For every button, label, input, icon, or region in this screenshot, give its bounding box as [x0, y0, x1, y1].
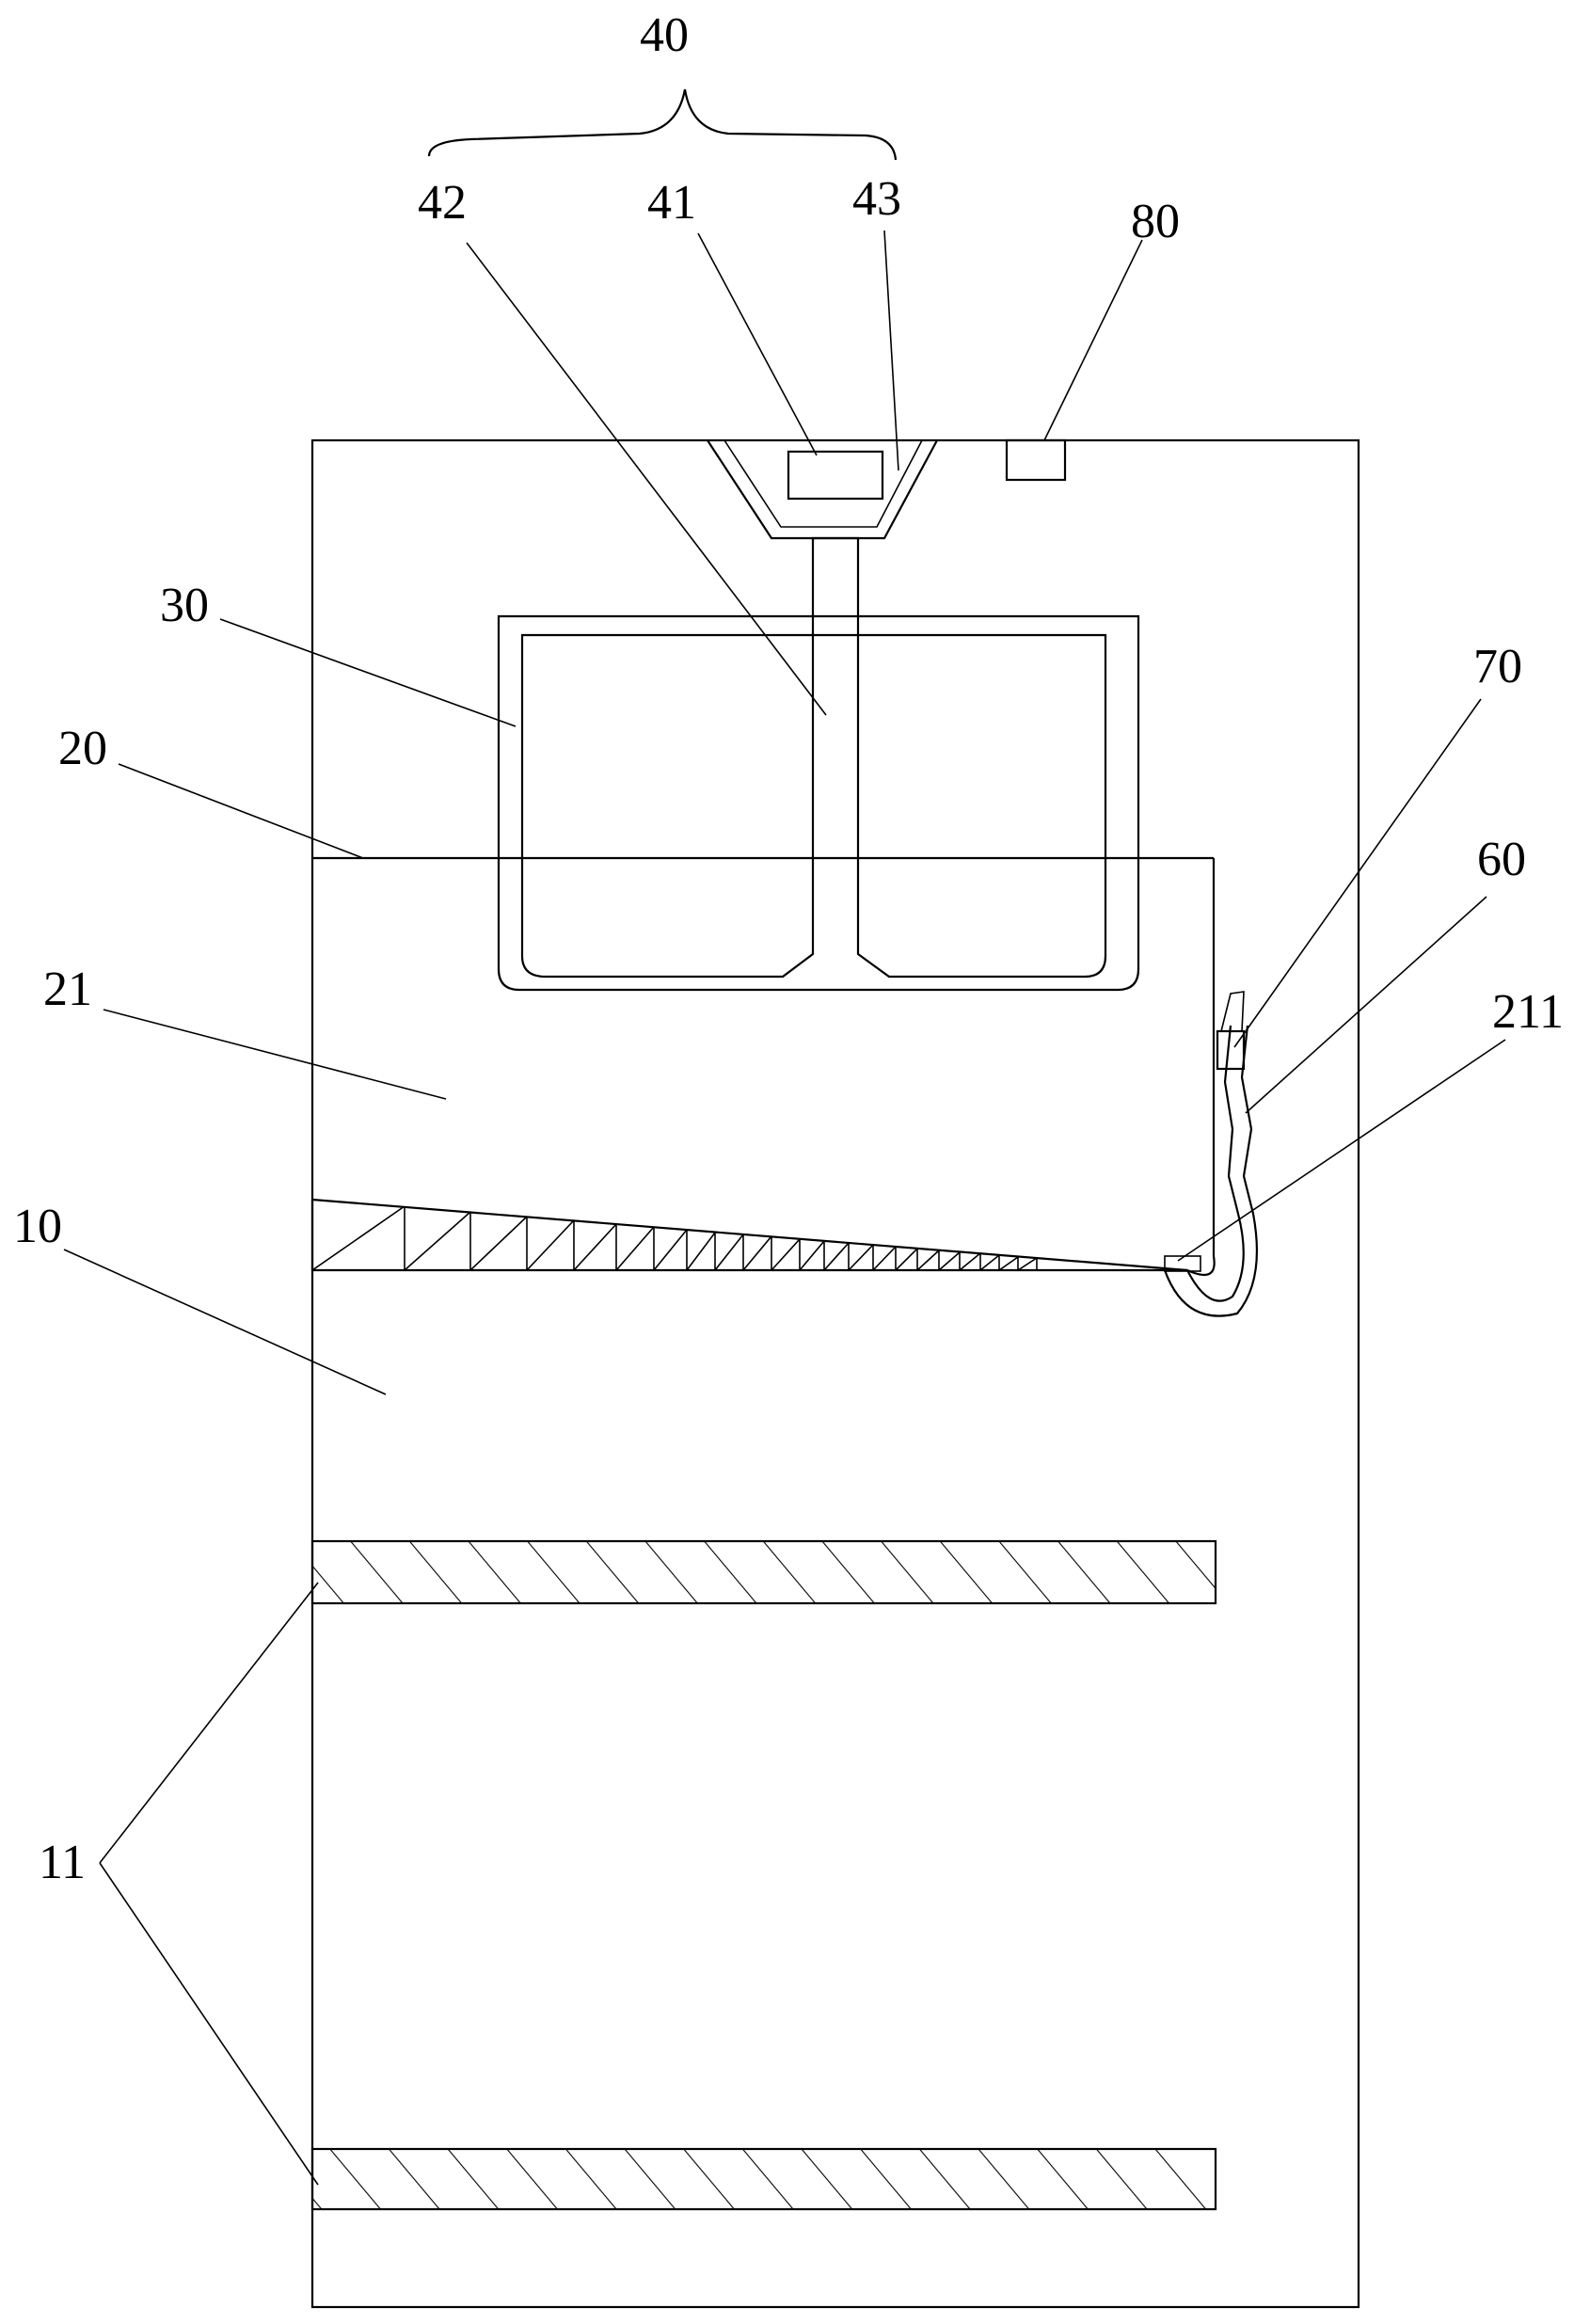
label-20: 20 [58, 722, 107, 775]
leader-lines [63, 230, 1506, 2186]
sloped-bottom-21 [310, 1198, 1188, 1272]
label-60: 60 [1477, 833, 1526, 886]
label-41: 41 [647, 176, 696, 230]
sensor-80-box [1005, 438, 1067, 482]
label-80: 80 [1131, 195, 1180, 248]
label-21: 21 [43, 963, 92, 1016]
container-30-outer [497, 614, 1140, 992]
shelf-11-lower [310, 2147, 1217, 2211]
housing-outline [310, 438, 1360, 2309]
label-42: 42 [418, 176, 467, 230]
label-70: 70 [1473, 640, 1522, 693]
motor-41-box [787, 450, 884, 501]
label-11: 11 [39, 1836, 86, 1889]
label-211: 211 [1492, 985, 1564, 1039]
shelf-11-upper [310, 1539, 1217, 1605]
recess-43-shape [707, 439, 938, 540]
valve-70-nozzle [1220, 991, 1245, 1032]
label-40: 40 [640, 8, 689, 62]
label-43: 43 [852, 172, 901, 226]
label-10: 10 [13, 1200, 62, 1253]
brace-40 [427, 88, 898, 161]
outlet-pipe-60 [1163, 1025, 1258, 1317]
valve-70-box [1216, 1029, 1246, 1071]
label-30: 30 [160, 579, 209, 632]
container-30-inner [520, 536, 1107, 979]
